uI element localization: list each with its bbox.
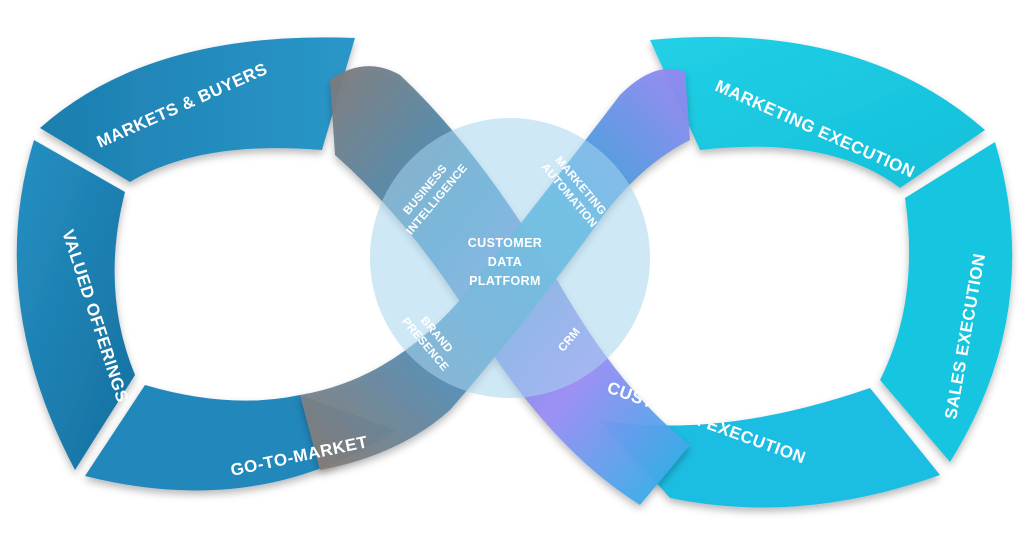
right-loop bbox=[600, 36, 1013, 508]
segment-valued-offerings bbox=[16, 140, 135, 470]
center-line-2: DATA bbox=[488, 255, 522, 269]
left-loop bbox=[16, 37, 395, 491]
label-customer-data-platform: CUSTOMER DATA PLATFORM bbox=[468, 236, 543, 288]
segment-sales-execution bbox=[880, 142, 1013, 462]
segment-markets-buyers bbox=[40, 37, 355, 182]
center-line-3: PLATFORM bbox=[469, 274, 541, 288]
segment-marketing-execution bbox=[650, 36, 985, 188]
center-line-1: CUSTOMER bbox=[468, 236, 543, 250]
hub-circle bbox=[370, 118, 650, 398]
segment-customer-execution bbox=[600, 388, 940, 508]
